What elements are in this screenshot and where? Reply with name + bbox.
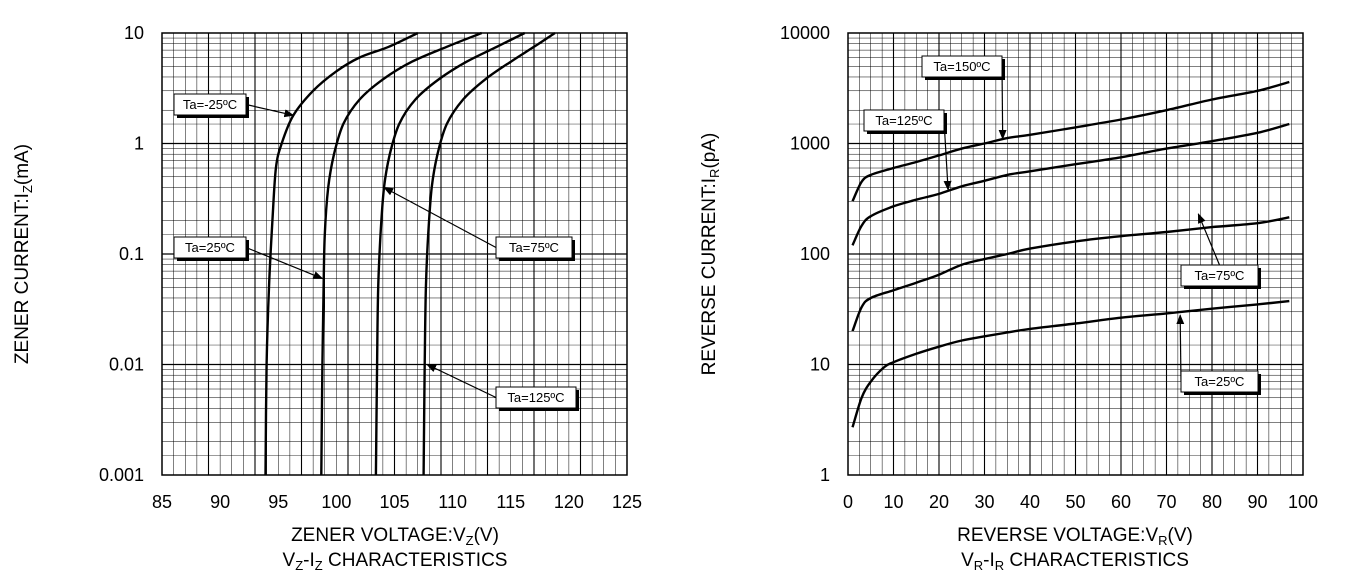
y-tick-label: 100 [800,244,830,264]
x-tick-label: 80 [1202,492,1222,512]
x-tick-label: 0 [843,492,853,512]
plot-frame [161,32,628,476]
x-tick-label: 105 [379,492,409,512]
x-tick-label: 125 [612,492,642,512]
y-tick-label: 1 [134,134,144,154]
x-tick-label: 110 [438,492,467,512]
annotation-box [1180,264,1259,287]
x-tick-label: 40 [1020,492,1040,512]
series-line [851,80,1290,202]
annotation: Ta=75ºC [383,186,575,261]
chart-title: VR-IR CHARACTERISTICS [961,550,1189,573]
series-line [422,31,556,476]
annotation-arrow [383,186,497,249]
x-tick-label: 90 [210,492,230,512]
annotation-label: Ta=25ºC [1195,374,1245,389]
annotation: Ta=125ºC [426,363,579,411]
annotation-box [173,236,247,259]
y-tick-label: 0.01 [109,355,144,375]
series-line [851,122,1290,246]
y-axis-label: ZENER CURRENT:IZ(mA) [12,144,35,364]
x-tick-label: 120 [554,492,584,512]
x-tick-label: 50 [1065,492,1085,512]
x-tick-label: 10 [883,492,903,512]
x-tick-label: 100 [1288,492,1318,512]
series-line [264,31,419,476]
chart-title: VZ-IZ CHARACTERISTICS [283,550,508,573]
annotation: Ta=150ºC [921,55,1007,140]
annotation: Ta=125ºC [863,109,952,191]
y-tick-label: 0.001 [99,465,144,485]
annotation-arrow [1197,213,1221,266]
annotation-label: Ta=25ºC [185,240,235,255]
series-line [320,31,483,476]
annotation-arrow [1176,314,1185,382]
y-tick-label: 10 [124,23,144,43]
x-tick-label: 85 [152,492,172,512]
annotation-arrow [245,103,295,118]
annotation-label: Ta=150ºC [933,59,990,74]
annotation: Ta=25ºC [173,236,324,280]
series-line [374,31,526,476]
y-tick-label: 1 [820,465,830,485]
x-tick-label: 70 [1156,492,1176,512]
x-tick-label: 90 [1247,492,1267,512]
x-tick-label: 30 [974,492,994,512]
annotation: Ta=25ºC [1176,314,1261,395]
annotation-box [863,109,945,132]
annotation-label: Ta=75ºC [509,240,559,255]
y-tick-label: 10 [810,355,830,375]
annotation-box [921,55,1003,78]
series-line [851,216,1290,332]
annotation: Ta=75ºC [1180,213,1261,289]
x-tick-label: 100 [321,492,351,512]
x-tick-label: 115 [496,492,525,512]
x-axis-label: ZENER VOLTAGE:VZ(V) [291,525,499,548]
annotation-box [1180,370,1259,393]
y-axis-label: REVERSE CURRENT:IR(pA) [699,133,722,376]
annotation-box [495,236,573,259]
x-tick-label: 95 [268,492,288,512]
y-tick-label: 1000 [790,134,830,154]
annotation-label: Ta=75ºC [1195,268,1245,283]
plot-frame [847,32,1304,476]
x-tick-label: 20 [929,492,949,512]
annotation-label: Ta=-25ºC [183,97,237,112]
series-line [851,299,1290,428]
annotation-box [495,386,577,409]
annotation-label: Ta=125ºC [507,390,564,405]
annotation-label: Ta=125ºC [875,113,932,128]
annotation-box [173,93,247,116]
x-tick-label: 60 [1111,492,1131,512]
annotation: Ta=-25ºC [173,93,295,118]
annotation-arrow [426,363,497,399]
x-axis-label: REVERSE VOLTAGE:VR(V) [957,525,1193,548]
y-tick-label: 10000 [780,23,830,43]
annotation-arrow [245,246,324,280]
y-tick-label: 0.1 [119,244,144,264]
